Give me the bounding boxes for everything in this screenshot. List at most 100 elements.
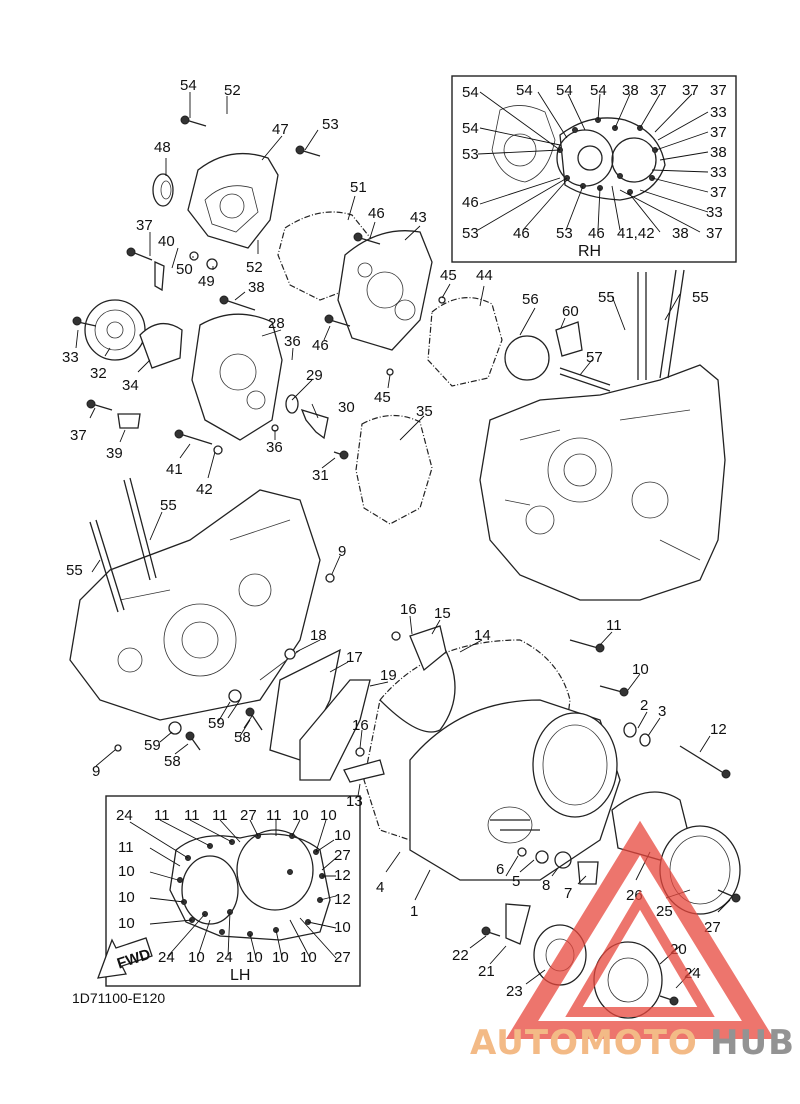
rh-callout: 54 bbox=[556, 82, 573, 99]
callout-37b: 37 bbox=[70, 427, 87, 444]
upper-left-parts bbox=[72, 92, 681, 525]
housing-28 bbox=[191, 313, 283, 441]
inset-rh-title: RH bbox=[578, 243, 601, 260]
callout-13: 13 bbox=[346, 793, 363, 810]
bracket-13 bbox=[343, 759, 385, 783]
inset-rh: 54 54 54 54 38 37 37 37 33 37 38 33 37 3… bbox=[451, 75, 737, 263]
callout-12: 12 bbox=[710, 721, 727, 738]
callout-15: 15 bbox=[434, 605, 451, 622]
gasket-35 bbox=[355, 414, 433, 525]
lh-callout: 10 bbox=[188, 949, 205, 966]
callout-23: 23 bbox=[506, 983, 523, 1000]
diagram-code: 1D71100-E120 bbox=[72, 990, 165, 1006]
guide-19 bbox=[299, 679, 371, 781]
inset-lh: 24 11 11 11 27 11 10 10 10 27 12 12 10 2… bbox=[105, 795, 361, 987]
rh-callout: 54 bbox=[462, 120, 479, 137]
lh-callout: 10 bbox=[334, 919, 351, 936]
callout-25: 25 bbox=[656, 903, 673, 920]
rh-callout: 53 bbox=[462, 225, 479, 242]
bearing-29 bbox=[285, 394, 299, 414]
callout-46: 46 bbox=[368, 205, 385, 222]
callout-46b: 46 bbox=[312, 337, 329, 354]
callout-55d: 55 bbox=[66, 562, 83, 579]
lh-callout: 10 bbox=[300, 949, 317, 966]
rh-callout: 33 bbox=[710, 104, 727, 121]
callout-45: 45 bbox=[440, 267, 457, 284]
lh-callout: 10 bbox=[292, 807, 309, 824]
crankcase-cover-43 bbox=[337, 230, 433, 351]
lh-callout: 24 bbox=[216, 949, 233, 966]
rh-callout: 37 bbox=[710, 124, 727, 141]
lh-callout: 10 bbox=[320, 807, 337, 824]
lh-callout: 24 bbox=[158, 949, 175, 966]
callout-10: 10 bbox=[632, 661, 649, 678]
callout-42: 42 bbox=[196, 481, 213, 498]
callout-41: 41 bbox=[166, 461, 183, 478]
callout-44: 44 bbox=[476, 267, 493, 284]
callout-9b: 9 bbox=[92, 763, 100, 780]
lh-callout: 24 bbox=[116, 807, 133, 824]
lh-callout: 27 bbox=[334, 949, 351, 966]
callout-36: 36 bbox=[284, 333, 301, 350]
rotor-32 bbox=[84, 299, 146, 361]
lh-callout: 12 bbox=[334, 867, 351, 884]
callout-53: 53 bbox=[322, 116, 339, 133]
callout-33: 33 bbox=[62, 349, 79, 366]
rh-callout: 37 bbox=[682, 82, 699, 99]
bracket-30 bbox=[300, 408, 329, 440]
callout-6: 6 bbox=[496, 861, 504, 878]
rh-callout: 41,42 bbox=[617, 225, 655, 242]
watermark-logo: AUTOMOTO HUB bbox=[470, 820, 794, 1063]
callout-32: 32 bbox=[90, 365, 107, 382]
callout-58b: 58 bbox=[164, 753, 181, 770]
inset-lh-title: LH bbox=[230, 967, 250, 984]
lh-callout: 11 bbox=[212, 807, 228, 824]
lh-callout: 12 bbox=[334, 891, 351, 908]
callout-52: 52 bbox=[224, 82, 241, 99]
rh-callout: 53 bbox=[462, 146, 479, 163]
watermark-triangle bbox=[505, 820, 775, 1039]
rh-callout: 54 bbox=[462, 84, 479, 101]
rh-callout: 37 bbox=[706, 225, 723, 242]
callout-5: 5 bbox=[512, 873, 520, 890]
callout-54: 54 bbox=[180, 77, 197, 94]
callout-49: 49 bbox=[198, 273, 215, 290]
rh-callout: 37 bbox=[710, 82, 727, 99]
rh-callout: 38 bbox=[672, 225, 689, 242]
callout-57: 57 bbox=[586, 349, 603, 366]
callout-51: 51 bbox=[350, 179, 367, 196]
gasket-51 bbox=[277, 211, 373, 301]
cover-47 bbox=[187, 152, 279, 249]
callout-55b: 55 bbox=[692, 289, 709, 306]
callout-55a: 55 bbox=[598, 289, 615, 306]
o-ring-56 bbox=[504, 335, 550, 381]
callout-8: 8 bbox=[542, 877, 550, 894]
callout-30: 30 bbox=[338, 399, 355, 416]
crankcase-right bbox=[479, 364, 726, 601]
plate-60 bbox=[555, 321, 583, 357]
callout-40: 40 bbox=[158, 233, 175, 250]
callout-38: 38 bbox=[248, 279, 265, 296]
callout-1: 1 bbox=[410, 903, 418, 920]
plate-34 bbox=[139, 323, 183, 369]
callout-4: 4 bbox=[376, 879, 384, 896]
callout-29: 29 bbox=[306, 367, 323, 384]
watermark-triangle-inner bbox=[565, 890, 715, 1017]
lh-callout: 11 bbox=[266, 807, 282, 824]
callout-52b: 52 bbox=[246, 259, 263, 276]
rh-callout: 54 bbox=[516, 82, 533, 99]
rh-callout: 54 bbox=[590, 82, 607, 99]
callout-18: 18 bbox=[310, 627, 327, 644]
lh-callout: 27 bbox=[240, 807, 257, 824]
oil-seal-48 bbox=[152, 173, 174, 207]
callout-9a: 9 bbox=[338, 543, 346, 560]
callout-59a: 59 bbox=[208, 715, 225, 732]
callout-labels: 54 52 47 53 48 51 46 43 37 40 50 49 52 4… bbox=[62, 77, 727, 1000]
callout-58a: 58 bbox=[234, 729, 251, 746]
inset-rh-frame bbox=[451, 75, 737, 263]
rh-callout: 37 bbox=[710, 184, 727, 201]
callout-31: 31 bbox=[312, 467, 329, 484]
rh-callout: 46 bbox=[513, 225, 530, 242]
lh-callout: 11 bbox=[184, 807, 200, 824]
